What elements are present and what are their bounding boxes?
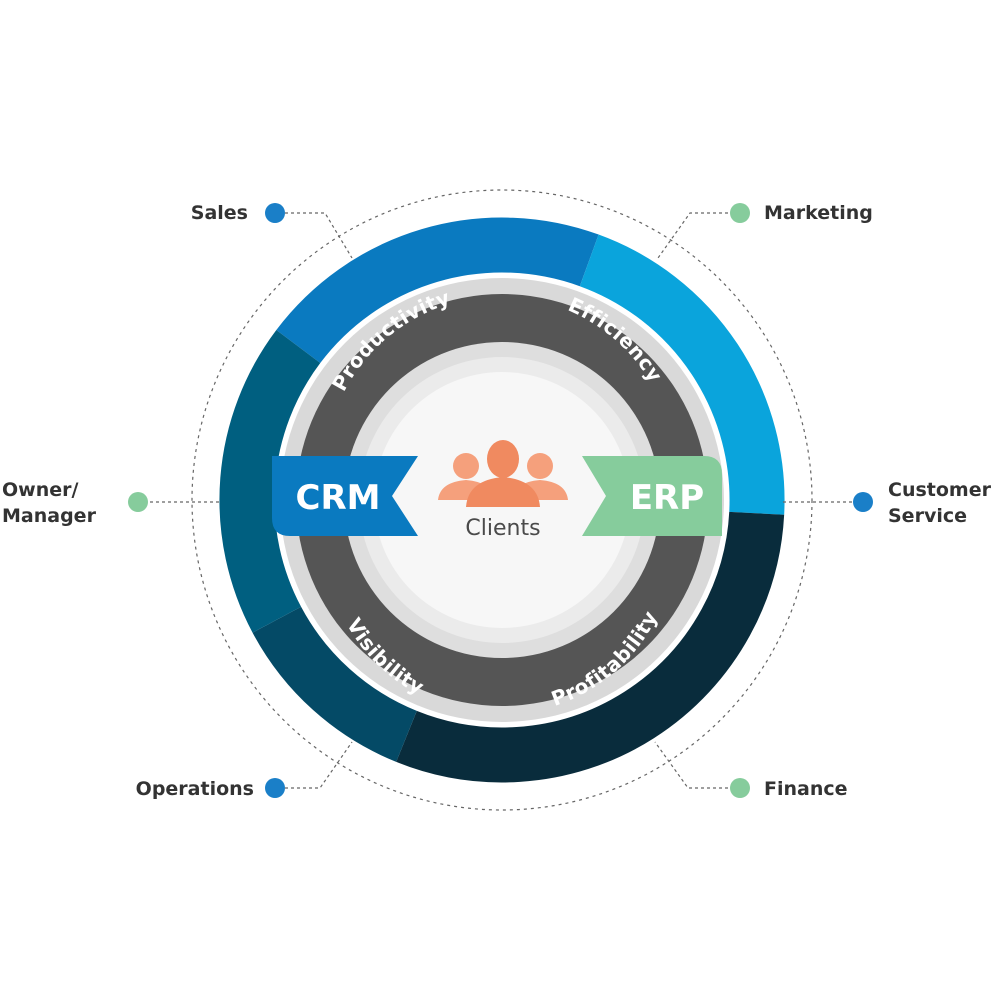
outer-dashed-circle <box>191 189 813 811</box>
finance-dot <box>730 778 750 798</box>
clients-label: Clients <box>465 516 540 541</box>
people-group-icon <box>438 440 568 507</box>
marketing-dot <box>730 203 750 223</box>
outer-ring <box>219 217 785 783</box>
department-operations: Operations <box>136 778 285 800</box>
operations-dot <box>265 778 285 798</box>
department-customer-service: Customer Service <box>853 479 992 527</box>
department-marketing: Marketing <box>730 202 873 224</box>
customer-service-label-line2: Service <box>888 505 967 527</box>
connector-marketing <box>657 212 728 259</box>
department-owner: Owner/ Manager <box>2 479 148 527</box>
connector-sales <box>285 212 353 259</box>
operations-label: Operations <box>136 778 254 800</box>
crm-ribbon: CRM <box>272 456 418 536</box>
ring-segment-marketing <box>579 234 785 515</box>
owner-label-line1: Owner/ <box>2 479 78 501</box>
marketing-label: Marketing <box>764 202 873 224</box>
department-finance: Finance <box>730 778 848 800</box>
erp-label: ERP <box>630 478 704 518</box>
ring-segment-operations <box>252 606 418 762</box>
ring-segment-sales <box>276 217 599 364</box>
connector-operations <box>285 741 353 789</box>
customer-service-label-line1: Customer <box>888 479 992 501</box>
owner-dot <box>128 492 148 512</box>
connector-finance <box>654 741 728 789</box>
crm-label: CRM <box>296 478 381 518</box>
connector-lines <box>150 212 852 789</box>
customer-service-dot <box>853 492 873 512</box>
finance-label: Finance <box>764 778 848 800</box>
owner-label-line2: Manager <box>2 505 97 527</box>
ring-segment-finance <box>396 511 785 783</box>
department-sales: Sales <box>191 202 285 224</box>
sales-label: Sales <box>191 202 248 224</box>
sales-dot <box>265 203 285 223</box>
ring-segment-owner <box>219 329 321 633</box>
erp-ribbon: ERP <box>582 456 722 536</box>
